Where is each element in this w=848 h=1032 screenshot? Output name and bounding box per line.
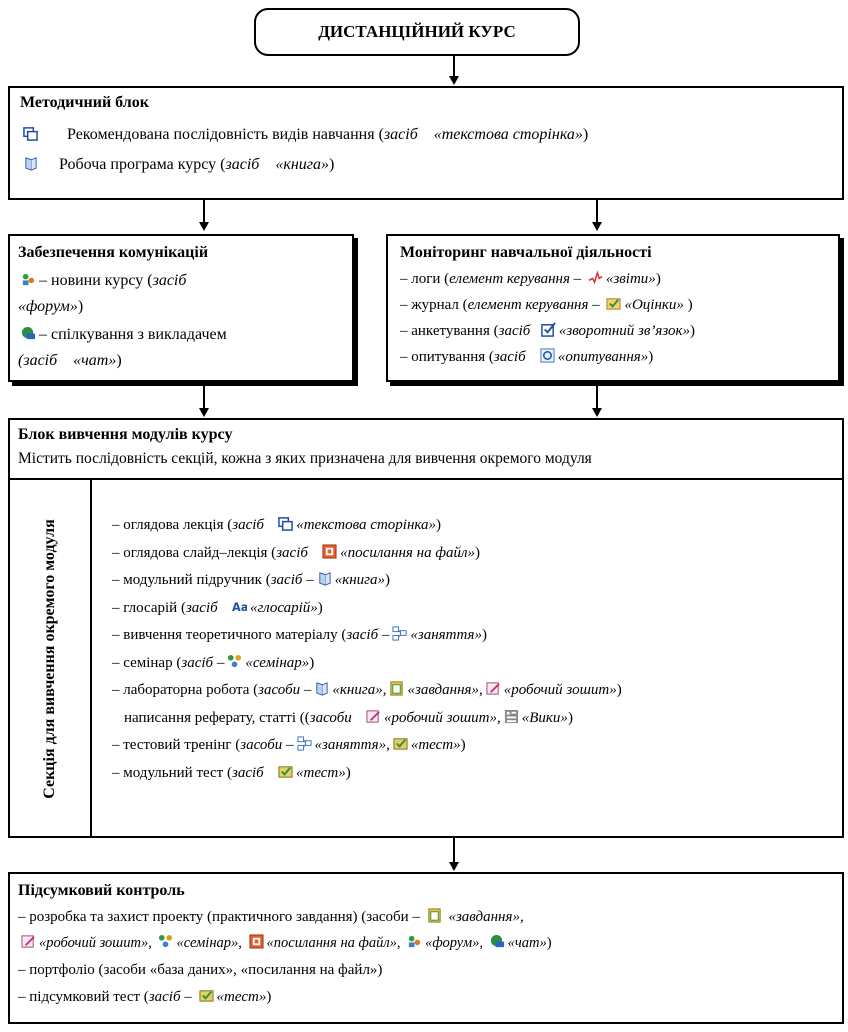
workbook-icon xyxy=(21,934,36,949)
list-item: – модульний підручник (засіб –«книга») xyxy=(112,571,390,588)
monitoring-title: Моніторинг навчальної діяльності xyxy=(400,244,652,261)
lesson-icon xyxy=(297,736,312,751)
monitoring-line-1: – логи (елемент керування – «звіти») xyxy=(400,270,661,287)
arrow-head xyxy=(199,408,209,417)
arrow-head xyxy=(449,76,459,85)
book-icon xyxy=(317,571,332,586)
method-line-2: Робоча програма курсу (засіб «книга») xyxy=(20,156,334,174)
final-title: Підсумковий контроль xyxy=(18,882,185,899)
list-item: – оглядова слайд–лекція (засіб «посиланн… xyxy=(112,544,481,561)
divider xyxy=(90,480,92,836)
modules-title: Блок вивчення модулів курсу xyxy=(18,426,233,443)
connector-line xyxy=(203,200,205,224)
monitoring-line-2: – журнал (елемент керування – «Оцінки» ) xyxy=(400,296,693,313)
modules-subtitle: Містить послідовність секцій, кожна з як… xyxy=(18,450,592,467)
report-icon xyxy=(588,270,603,285)
file-icon xyxy=(322,544,337,559)
communications-title: Забезпечення комунікацій xyxy=(18,244,209,261)
seminar-icon xyxy=(158,934,173,949)
lesson-icon xyxy=(392,626,407,641)
feedback-icon xyxy=(541,322,556,337)
monitoring-block: Моніторинг навчальної діяльності – логи … xyxy=(386,234,840,382)
grades-icon xyxy=(606,296,621,311)
section-side-label: Секція для вивчення окремого модуля xyxy=(41,519,58,799)
test-icon xyxy=(199,988,214,1003)
arrow-head xyxy=(592,222,602,231)
method-line-1: Рекомендована послідовність видів навчан… xyxy=(20,126,588,144)
assignment-icon xyxy=(427,908,442,923)
wiki-icon xyxy=(504,709,519,724)
list-item: – модульний тест (засіб «тест») xyxy=(112,764,351,781)
forum-icon xyxy=(21,272,36,287)
monitoring-line-3: – анкетування (засіб «зворотний зв’язок»… xyxy=(400,322,696,339)
final-block: Підсумковий контроль – розробка та захис… xyxy=(8,872,844,1024)
comm-line-2: «форум») xyxy=(18,298,84,315)
poll-icon xyxy=(540,348,555,363)
modules-list: – оглядова лекція (засіб «текстова сторі… xyxy=(112,512,622,787)
chat-icon xyxy=(490,934,505,949)
list-item: – оглядова лекція (засіб «текстова сторі… xyxy=(112,516,442,533)
connector-line xyxy=(453,56,455,78)
arrow-head xyxy=(592,408,602,417)
book-icon xyxy=(314,681,329,696)
method-block-title: Методичний блок xyxy=(20,94,149,111)
connector-line xyxy=(453,838,455,864)
communications-block: Забезпечення комунікацій – новини курсу … xyxy=(8,234,354,382)
connector-line xyxy=(596,200,598,224)
test-icon xyxy=(278,764,293,779)
connector-line xyxy=(596,386,598,410)
assignment-icon xyxy=(389,681,404,696)
final-line-1: – розробка та захист проекту (практичног… xyxy=(18,908,524,925)
file-icon xyxy=(249,934,264,949)
comm-line-1: – новини курсу (засіб xyxy=(18,272,186,290)
monitoring-line-4: – опитування (засіб «опитування») xyxy=(400,348,654,365)
final-line-2: «робочий зошит», «семінар», «посилання н… xyxy=(18,934,552,952)
method-block: Методичний блок Рекомендована послідовні… xyxy=(8,86,844,200)
workbook-icon xyxy=(486,681,501,696)
final-line-3: – портфоліо (засоби «база даних», «посил… xyxy=(18,962,383,978)
connector-line xyxy=(203,386,205,410)
seminar-icon xyxy=(227,654,242,669)
workbook-icon xyxy=(366,709,381,724)
glossary-icon xyxy=(232,599,247,614)
list-item: написання реферату, статті ((засоби «роб… xyxy=(124,709,573,726)
chat-icon xyxy=(21,326,36,341)
list-item: – глосарій (засіб «глосарій») xyxy=(112,599,323,616)
divider xyxy=(10,478,842,480)
list-item: – семінар (засіб –«семінар») xyxy=(112,654,315,671)
final-line-4: – підсумковий тест (засіб – «тест») xyxy=(18,988,272,1005)
list-item: – вивчення теоретичного матеріалу (засіб… xyxy=(112,626,487,643)
comm-line-4: (засіб «чат») xyxy=(18,352,122,369)
page-icon xyxy=(278,516,293,531)
test-icon xyxy=(393,736,408,751)
page-icon xyxy=(23,126,38,141)
comm-line-3: – спілкування з викладачем xyxy=(18,326,227,344)
book-icon xyxy=(23,156,38,171)
forum-icon xyxy=(407,934,422,949)
list-item: – тестовий тренінг (засоби –«заняття»,«т… xyxy=(112,736,466,753)
arrow-head xyxy=(449,862,459,871)
course-title: ДИСТАНЦІЙНИЙ КУРС xyxy=(254,8,580,56)
arrow-head xyxy=(199,222,209,231)
modules-block: Блок вивчення модулів курсу Містить посл… xyxy=(8,418,844,838)
list-item: – лабораторна робота (засоби –«книга»,«з… xyxy=(112,681,622,698)
